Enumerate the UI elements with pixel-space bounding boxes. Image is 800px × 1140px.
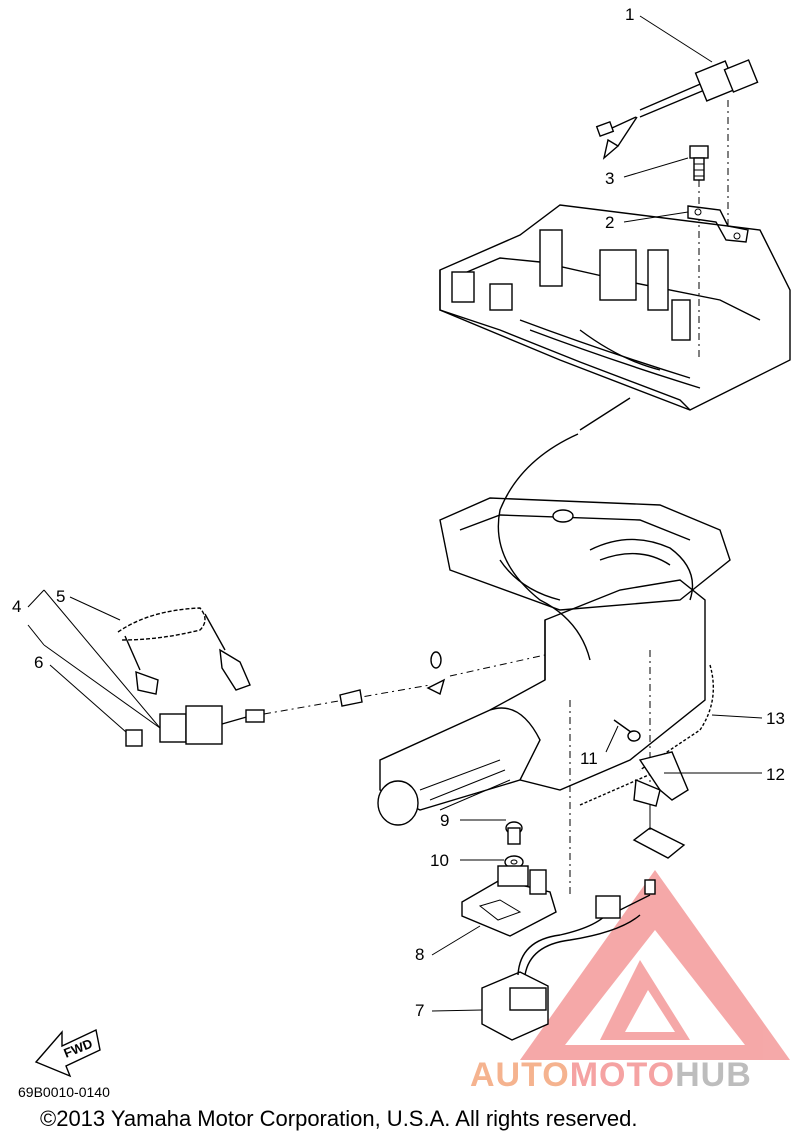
callout-7: 7 bbox=[415, 1001, 424, 1020]
watermark-moto: MOTO bbox=[569, 1056, 676, 1094]
callout-6: 6 bbox=[34, 653, 43, 672]
part-5-lanyard bbox=[117, 607, 251, 695]
callout-13: 13 bbox=[766, 709, 785, 728]
fwd-arrow: FWD bbox=[34, 1028, 101, 1078]
callout-2: 2 bbox=[605, 213, 614, 232]
part-12-band bbox=[579, 751, 689, 807]
part-13-loom bbox=[639, 664, 715, 771]
diagram-code: 69B0010-0140 bbox=[18, 1084, 110, 1100]
callout-9: 9 bbox=[440, 811, 449, 830]
cable bbox=[497, 397, 631, 661]
part-1-switch bbox=[595, 59, 759, 230]
part-8-holder bbox=[461, 865, 557, 937]
callout-10: 10 bbox=[430, 851, 449, 870]
leader-lines bbox=[27, 15, 763, 1012]
copyright-notice: ©2013 Yamaha Motor Corporation, U.S.A. A… bbox=[40, 1106, 638, 1131]
watermark-logo bbox=[520, 870, 790, 1060]
callout-5: 5 bbox=[56, 587, 65, 606]
upper-frame bbox=[439, 204, 791, 411]
lower-bracket bbox=[439, 497, 731, 611]
part-9-bolt bbox=[505, 821, 523, 845]
callout-1: 1 bbox=[625, 5, 634, 24]
tiller-arm bbox=[377, 579, 706, 895]
watermark-text: AUTOMOTOHUB bbox=[470, 1056, 752, 1095]
mount-plate bbox=[632, 808, 686, 895]
callout-4: 4 bbox=[12, 597, 21, 616]
part-7-relay bbox=[481, 894, 651, 1041]
part-4-stop-switch bbox=[159, 651, 546, 745]
watermark-hub: HUB bbox=[675, 1056, 752, 1094]
part-2-bracket bbox=[687, 205, 749, 243]
callout-3: 3 bbox=[605, 169, 614, 188]
callout-11: 11 bbox=[580, 749, 598, 768]
watermark-auto: AUTO bbox=[470, 1056, 570, 1094]
part-6-cap bbox=[125, 729, 143, 747]
callout-12: 12 bbox=[766, 765, 785, 784]
part-3-bolt bbox=[689, 145, 709, 360]
part-11-screw bbox=[613, 719, 641, 742]
callout-8: 8 bbox=[415, 945, 424, 964]
